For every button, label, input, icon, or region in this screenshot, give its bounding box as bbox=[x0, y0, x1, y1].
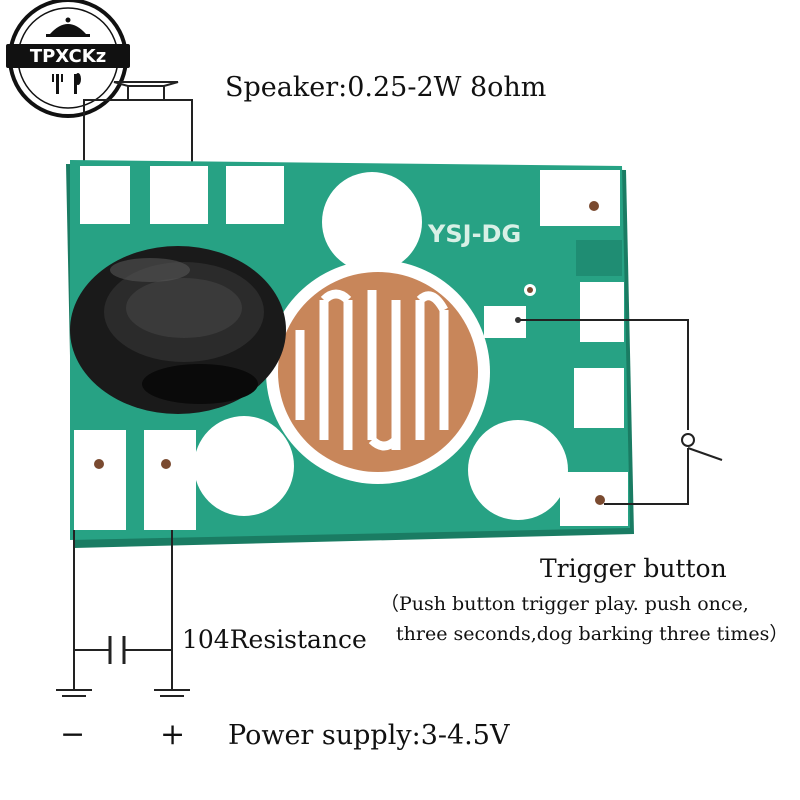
resistance-label: 104Resistance bbox=[182, 625, 367, 654]
cutlery-icon bbox=[52, 73, 81, 94]
right-pad-top bbox=[540, 170, 620, 226]
power-wires bbox=[73, 530, 173, 690]
speaker-label: Speaker:0.25-2W 8ohm bbox=[225, 72, 546, 103]
power-pads bbox=[74, 430, 196, 530]
capacitor-symbol bbox=[108, 636, 126, 664]
trigger-note-line-2: three seconds,dog barking three times） bbox=[396, 623, 788, 645]
pcb-board: YSJ-DG bbox=[66, 160, 634, 548]
mounting-hole-bottom-left bbox=[194, 416, 294, 516]
board-silkscreen: YSJ-DG bbox=[427, 220, 521, 248]
mounting-hole-top bbox=[322, 172, 422, 272]
chip-blob bbox=[70, 246, 286, 414]
ground-symbols bbox=[56, 689, 190, 697]
plus-label: + bbox=[160, 717, 185, 752]
trigger-note-line-1: （Push button trigger play. push once, bbox=[380, 593, 749, 615]
trigger-pad bbox=[560, 472, 628, 526]
minus-label: − bbox=[60, 717, 85, 752]
speaker-pads bbox=[80, 166, 284, 224]
speaker-wires bbox=[83, 99, 193, 190]
brand-logo: TPXCKz bbox=[6, 0, 130, 118]
mounting-hole-bottom-right bbox=[468, 420, 568, 520]
speaker-symbol bbox=[113, 81, 179, 101]
cloche-icon bbox=[46, 17, 90, 37]
trigger-title: Trigger button bbox=[540, 554, 727, 583]
trigger-contact-pad bbox=[266, 260, 526, 484]
power-supply-label: Power supply:3-4.5V bbox=[228, 720, 510, 751]
trigger-wires bbox=[520, 319, 723, 505]
logo-text: TPXCKz bbox=[30, 46, 106, 67]
